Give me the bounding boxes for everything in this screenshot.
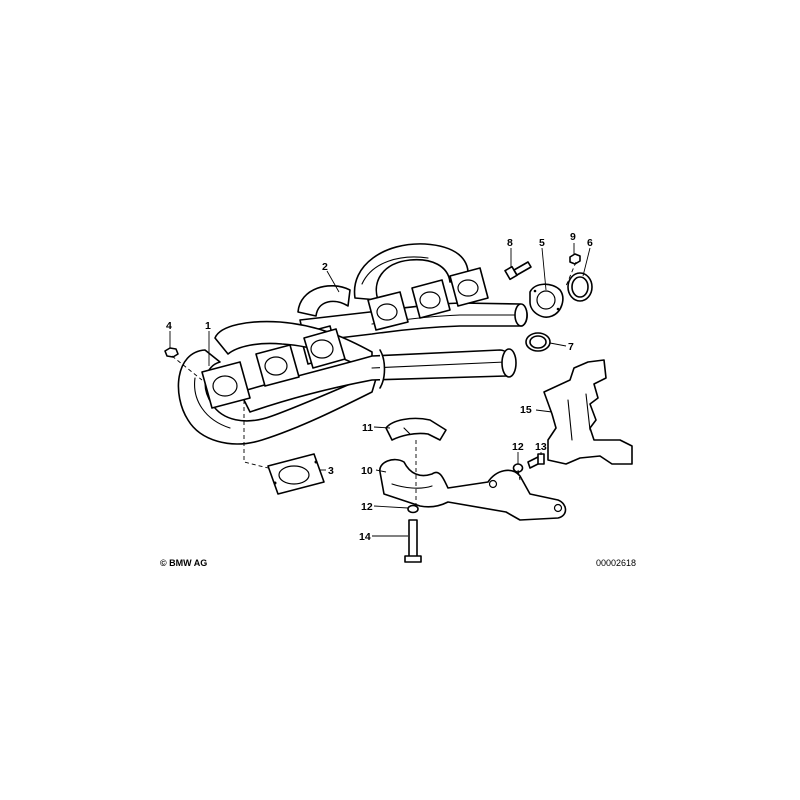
bracket-clip-11 bbox=[385, 417, 447, 441]
support-bracket-10 bbox=[379, 458, 567, 521]
callout-8: 8 bbox=[507, 237, 513, 249]
callout-7: 7 bbox=[568, 341, 574, 353]
bolt-14 bbox=[404, 519, 422, 563]
bolt-8 bbox=[504, 261, 532, 281]
flange-gasket bbox=[267, 453, 325, 495]
callout-1: 1 bbox=[205, 320, 211, 332]
callout-11: 11 bbox=[362, 422, 373, 434]
callout-15: 15 bbox=[520, 404, 532, 416]
callout-4: 4 bbox=[166, 320, 172, 332]
callout-5: 5 bbox=[539, 237, 545, 249]
nut-4 bbox=[164, 347, 179, 358]
ring-seal-6 bbox=[567, 272, 593, 302]
callout-14: 14 bbox=[359, 531, 371, 543]
alignment-lines bbox=[171, 261, 577, 508]
front-exhaust-manifold bbox=[177, 320, 517, 445]
callout-13: 13 bbox=[535, 441, 547, 453]
ring-7 bbox=[525, 332, 551, 352]
callout-2: 2 bbox=[322, 261, 328, 273]
callout-9: 9 bbox=[570, 231, 576, 243]
callout-12-bottom: 12 bbox=[361, 501, 373, 513]
bolt-13 bbox=[527, 453, 545, 469]
nut-9 bbox=[569, 253, 581, 265]
flange-ring-5 bbox=[529, 283, 564, 318]
callout-leaders bbox=[169, 243, 591, 537]
front-manifold-flanges bbox=[201, 328, 346, 409]
copyright-label: © BMW AG bbox=[160, 558, 207, 568]
callout-12-right: 12 bbox=[512, 441, 524, 453]
heat-shield-15 bbox=[543, 359, 633, 465]
callout-3: 3 bbox=[328, 465, 334, 477]
drawing-id: 00002618 bbox=[596, 558, 636, 568]
callout-10: 10 bbox=[361, 465, 373, 477]
callout-labels: 1 2 3 4 5 6 7 8 9 10 11 12 12 13 14 15 bbox=[166, 231, 593, 543]
washer-12-bottom bbox=[407, 504, 419, 514]
callout-6: 6 bbox=[587, 237, 593, 249]
